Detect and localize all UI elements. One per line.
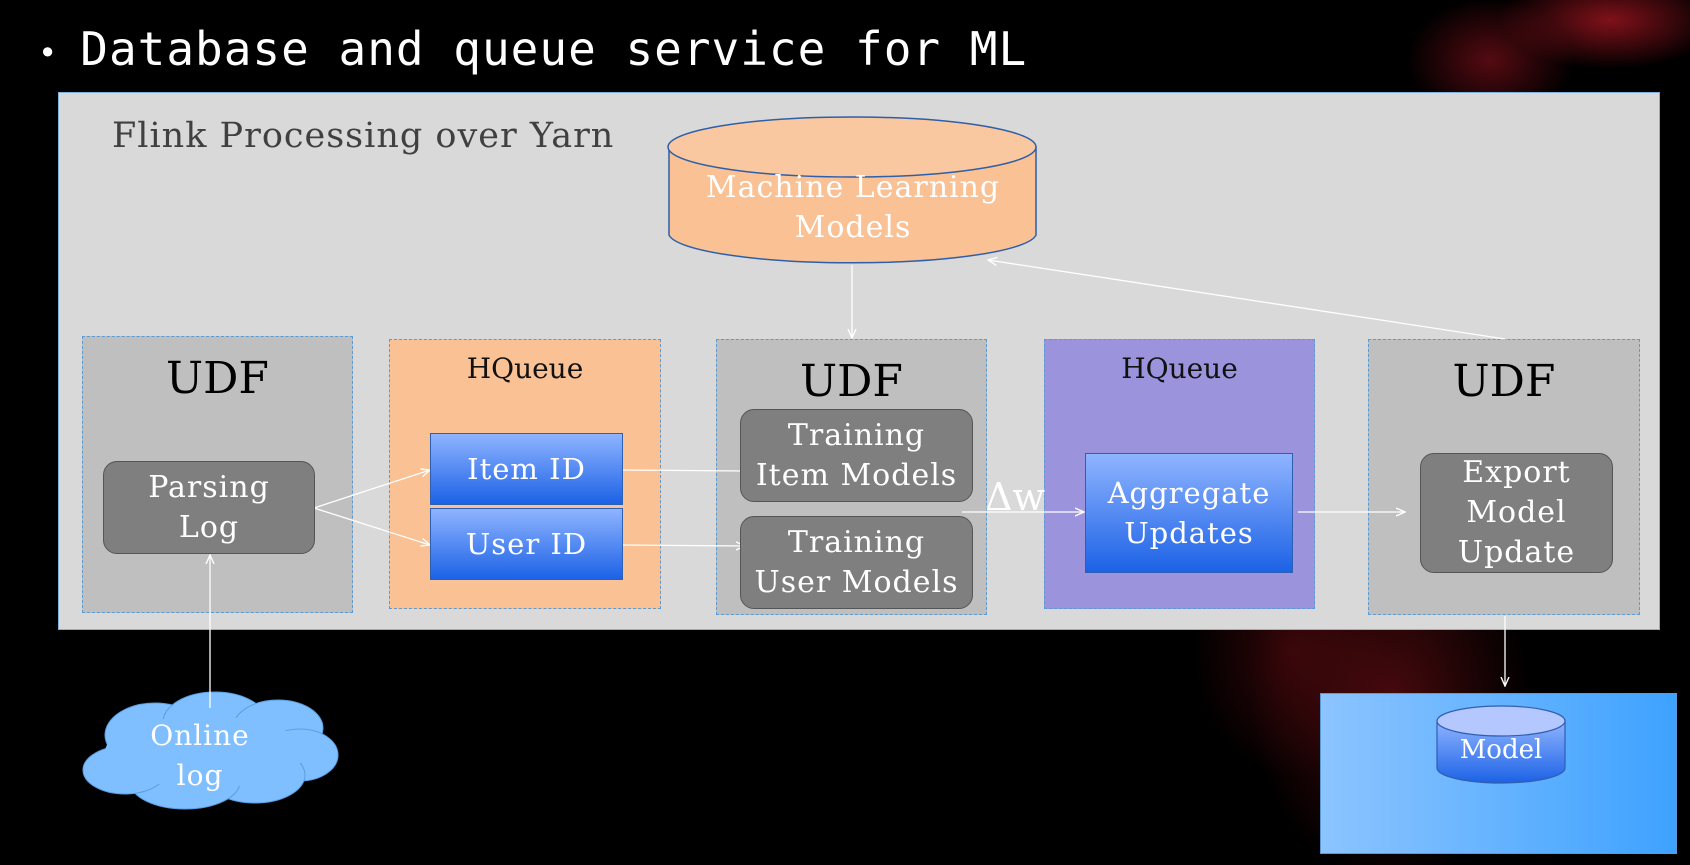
arrow-user-to-training xyxy=(622,545,745,546)
online-log-cloud xyxy=(82,691,339,810)
item-id-node: Item ID xyxy=(430,433,623,505)
delta-w-label: Δw xyxy=(985,475,1045,519)
slide-title-text: Database and queue service for ML xyxy=(80,22,1028,76)
bullet-icon: • xyxy=(38,33,59,72)
export-model-update-node: Export Model Update xyxy=(1420,453,1613,573)
arrow-parsing-to-item xyxy=(313,470,430,509)
ml-models-label: Machine Learning Models xyxy=(705,170,1001,245)
flink-title: Flink Processing over Yarn xyxy=(112,116,615,156)
model-db-cylinder-front xyxy=(1436,705,1566,784)
training-user-models-node: Training User Models xyxy=(740,516,973,609)
hqueue-label: HQueue xyxy=(1121,352,1238,385)
model-db-label: Model xyxy=(1459,735,1543,765)
aggregate-updates-node: Aggregate Updates xyxy=(1085,453,1293,573)
online-log-label: Online log xyxy=(150,719,250,792)
arrow-export-to-cylinder xyxy=(988,260,1506,340)
user-id-node: User ID xyxy=(430,508,623,580)
parsing-log-node: Parsing Log xyxy=(103,461,315,554)
arrow-parsing-to-user xyxy=(313,507,430,545)
udf-label: UDF xyxy=(800,356,903,407)
slide-title: • Database and queue service for ML xyxy=(38,22,1027,76)
udf-label: UDF xyxy=(166,353,269,404)
udf-label: UDF xyxy=(1452,356,1556,407)
ml-models-cylinder xyxy=(667,116,1037,264)
hqueue-label: HQueue xyxy=(466,352,584,385)
training-item-models-node: Training Item Models xyxy=(740,409,973,502)
arrow-item-to-training xyxy=(622,470,749,471)
